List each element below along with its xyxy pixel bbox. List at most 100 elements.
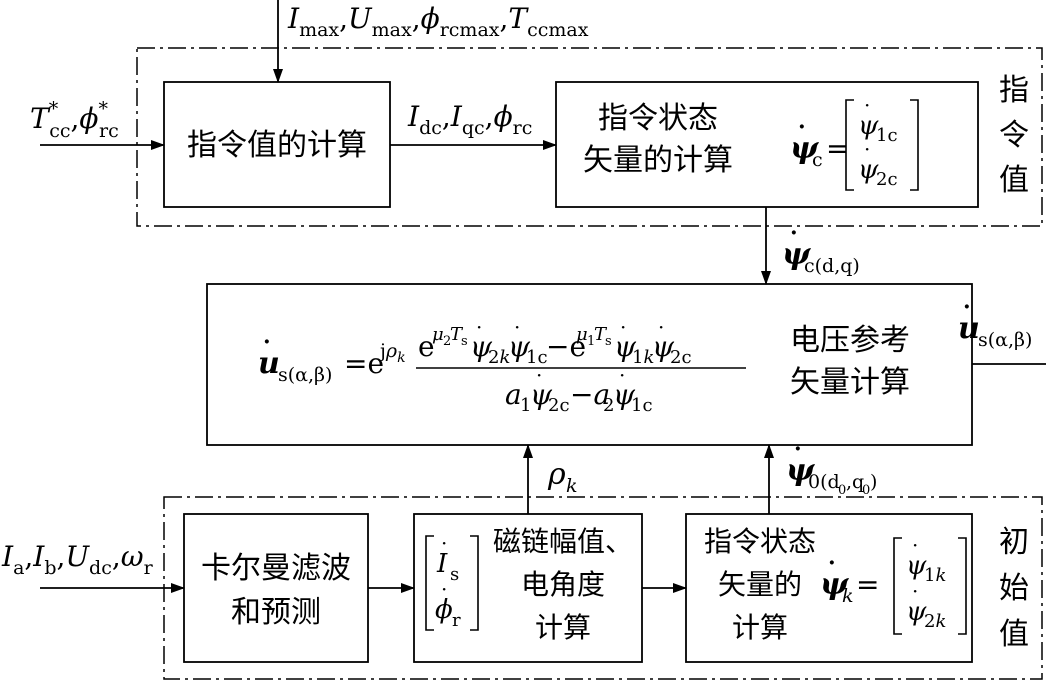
svg-text:2: 2 bbox=[443, 334, 451, 349]
flux-label-3: 计算 bbox=[535, 611, 591, 644]
svg-text:1: 1 bbox=[520, 395, 531, 416]
svg-text:2c: 2c bbox=[548, 395, 570, 416]
svg-text:·: · bbox=[263, 329, 271, 355]
flux-label-1: 磁链幅值、 bbox=[493, 525, 633, 558]
svg-text:I: I bbox=[436, 549, 448, 579]
svg-text:2k: 2k bbox=[924, 611, 946, 632]
svg-text:Idc,Iqc,ϕrc: Idc,Iqc,ϕrc bbox=[407, 100, 532, 139]
u-s-output-label: u · s(α,β) bbox=[958, 294, 1032, 351]
svg-text:μ: μ bbox=[432, 324, 444, 345]
svg-text:ψ: ψ bbox=[786, 453, 816, 488]
svg-text:ψ: ψ bbox=[858, 111, 879, 141]
limits-signal-label: Imax,Umax,ϕrcmax,Tccmax bbox=[287, 2, 589, 41]
command-state-label-2: 矢量的计算 bbox=[583, 143, 733, 178]
command-value-region bbox=[136, 47, 1043, 227]
svg-text:s: s bbox=[461, 334, 468, 349]
svg-text:1c: 1c bbox=[876, 125, 898, 146]
initial-value-region-label-3: 值 bbox=[999, 617, 1029, 652]
svg-text:1c: 1c bbox=[631, 395, 653, 416]
svg-text:T*cc,ϕ*rc: T*cc,ϕ*rc bbox=[30, 98, 119, 142]
voltage-formula: u · s(α,β) =e jρk e μ 2 T s ψ · 2k ψ · 1… bbox=[258, 315, 746, 416]
is-phi-vector: I · s ϕ · r bbox=[425, 531, 479, 631]
svg-text:·: · bbox=[790, 220, 798, 246]
svg-text:ψ: ψ bbox=[858, 155, 879, 185]
init-state-label-3: 计算 bbox=[732, 611, 788, 644]
svg-text:·: · bbox=[514, 315, 520, 339]
svg-text:ψ: ψ bbox=[508, 330, 531, 363]
svg-text:ψ: ψ bbox=[613, 378, 636, 411]
kalman-label-2: 和预测 bbox=[231, 595, 321, 630]
svg-text:ψ: ψ bbox=[530, 378, 553, 411]
svg-text:·: · bbox=[912, 579, 918, 603]
svg-text:ψ: ψ bbox=[614, 330, 637, 363]
svg-text:ψ: ψ bbox=[790, 131, 820, 166]
svg-text:jρk: jρk bbox=[378, 340, 406, 366]
svg-text:·: · bbox=[441, 577, 447, 601]
svg-text:=: = bbox=[826, 132, 849, 165]
init-state-label-2: 矢量的 bbox=[718, 568, 802, 601]
svg-text:·: · bbox=[441, 531, 447, 555]
command-value-region-label-2: 令 bbox=[999, 118, 1029, 153]
svg-text:s(α,β): s(α,β) bbox=[278, 364, 332, 386]
svg-text:1: 1 bbox=[587, 334, 595, 349]
svg-text:ψ: ψ bbox=[470, 330, 493, 363]
svg-text:s(α,β): s(α,β) bbox=[978, 329, 1032, 351]
psi-c-vector: ψ · c = ψ · 1c ψ · 2c bbox=[790, 93, 919, 191]
svg-text:Ia,Ib,Udc,ωr: Ia,Ib,Udc,ωr bbox=[1, 540, 154, 579]
command-state-label-1: 指令状态 bbox=[598, 101, 718, 136]
svg-text:): ) bbox=[870, 471, 877, 493]
svg-text:=: = bbox=[856, 568, 879, 601]
svg-text:2: 2 bbox=[603, 395, 614, 416]
svg-text:2c: 2c bbox=[670, 347, 692, 368]
svg-text:c: c bbox=[812, 149, 823, 171]
svg-text:·: · bbox=[864, 93, 870, 117]
kalman-label-1: 卡尔曼滤波 bbox=[201, 551, 351, 586]
svg-text:=e: =e bbox=[344, 347, 384, 380]
svg-text:1k: 1k bbox=[924, 565, 946, 586]
rho-k-label: ρ k bbox=[547, 457, 578, 497]
svg-text:a: a bbox=[505, 378, 522, 411]
psi-k-vector: ψ · k = ψ · 1k ψ · 2k bbox=[820, 533, 967, 635]
command-value-region-label-3: 值 bbox=[999, 163, 1029, 198]
svg-text:·: · bbox=[828, 550, 836, 576]
svg-text:−e: −e bbox=[546, 330, 586, 363]
svg-text:s: s bbox=[450, 564, 459, 585]
svg-text:2c: 2c bbox=[876, 169, 898, 190]
svg-text:1k: 1k bbox=[632, 347, 654, 368]
svg-text:ψ: ψ bbox=[652, 330, 675, 363]
svg-text:c(d,q): c(d,q) bbox=[804, 255, 860, 277]
svg-text:T: T bbox=[450, 324, 464, 345]
svg-text:·: · bbox=[794, 436, 802, 462]
svg-text:·: · bbox=[536, 363, 542, 387]
initial-value-region-label-2: 始 bbox=[999, 571, 1029, 606]
svg-text:·: · bbox=[963, 294, 971, 320]
svg-text:0: 0 bbox=[838, 483, 846, 498]
svg-text:1c: 1c bbox=[526, 347, 548, 368]
svg-text:·: · bbox=[619, 363, 625, 387]
reference-signal-label: T*cc,ϕ*rc bbox=[30, 98, 119, 142]
command-calc-label: 指令值的计算 bbox=[187, 128, 367, 163]
svg-text:·: · bbox=[476, 315, 482, 339]
svg-text:0(d: 0(d bbox=[808, 471, 840, 493]
svg-text:e: e bbox=[418, 330, 435, 363]
svg-text:·: · bbox=[658, 315, 664, 339]
init-state-label-1: 指令状态 bbox=[704, 525, 816, 558]
svg-text:2k: 2k bbox=[488, 347, 510, 368]
svg-text:·: · bbox=[864, 137, 870, 161]
svg-text:u: u bbox=[258, 346, 280, 381]
psi-0-label: ψ · 0(d 0 ,q 0 ) bbox=[786, 436, 877, 498]
svg-text:ψ: ψ bbox=[820, 567, 850, 602]
svg-text:Imax,Umax,ϕrcmax,Tccmax: Imax,Umax,ϕrcmax,Tccmax bbox=[287, 2, 589, 41]
svg-text:k: k bbox=[842, 585, 854, 607]
svg-text:·: · bbox=[912, 533, 918, 557]
initial-value-region-label-1: 初 bbox=[999, 525, 1029, 560]
svg-text:,q: ,q bbox=[846, 471, 864, 493]
svg-text:ψ: ψ bbox=[906, 597, 927, 627]
svg-text:·: · bbox=[798, 114, 806, 140]
svg-text:0: 0 bbox=[862, 483, 870, 498]
svg-text:ψ: ψ bbox=[782, 237, 812, 272]
svg-text:ϕ: ϕ bbox=[435, 595, 453, 625]
svg-text:u: u bbox=[958, 311, 980, 346]
